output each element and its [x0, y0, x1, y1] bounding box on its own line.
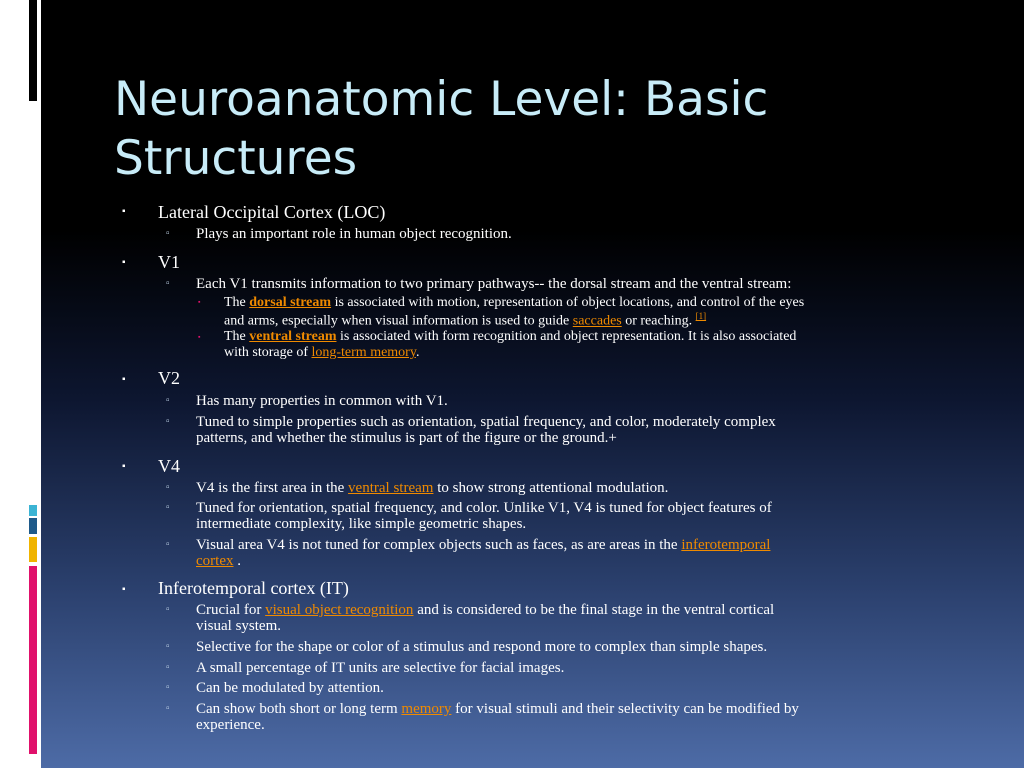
ventral-stream-link-2[interactable]: ventral stream [348, 480, 434, 496]
bullet-level3: ▪ [198, 298, 201, 306]
bullet-level1: ▪ [122, 461, 126, 472]
dorsal-stream-link[interactable]: dorsal stream [249, 295, 332, 310]
bullet-level1: ▪ [122, 584, 126, 595]
v2-point-2-line2: patterns, and whether the stimulus is pa… [196, 430, 617, 446]
v4-point-3-line1: Visual area V4 is not tuned for complex … [196, 537, 770, 554]
it-point-3: A small percentage of IT units are selec… [196, 660, 565, 676]
v4-point-3-line2: cortex . [196, 553, 241, 570]
bullet-level2: ▫ [166, 395, 170, 406]
cortex-link[interactable]: cortex [196, 553, 234, 569]
it-point-1-post: and is considered to be the final stage … [413, 602, 775, 618]
slide-title-line1: Neuroanatomic Level: Basic [114, 72, 769, 127]
long-term-memory-link[interactable]: long-term memory [311, 345, 416, 360]
bullet-level2: ▫ [166, 278, 170, 289]
bullet-level1: ▪ [122, 206, 126, 217]
bullet-level2: ▫ [166, 482, 170, 493]
v4-point-2-line1: Tuned for orientation, spatial frequency… [196, 500, 772, 516]
v1-ventral-line2: with storage of long-term memory. [224, 345, 419, 361]
accent-stripe-cyan [29, 505, 37, 516]
bullet-level1: ▪ [122, 374, 126, 385]
v1-dorsal-line1: The dorsal stream is associated with mot… [224, 295, 804, 311]
it-point-5-pre: Can show both short or long term [196, 701, 402, 717]
bullet-level2: ▫ [166, 682, 170, 693]
accent-stripe-pink [29, 566, 37, 754]
left-decor-bar [0, 0, 41, 768]
v2-point-2-line1: Tuned to simple properties such as orien… [196, 414, 776, 430]
v1-ventral-line2-post: . [415, 345, 420, 360]
visual-object-recognition-link[interactable]: visual object recognition [265, 602, 414, 618]
slide-title: Neuroanatomic Level: Basic Structures [114, 70, 994, 188]
v4-point-1-post: to show strong attentional modulation. [433, 480, 669, 496]
v1-point-1: Each V1 transmits information to two pri… [196, 276, 792, 292]
v1-ventral-post: is associated with form recognition and … [336, 329, 797, 344]
accent-stripe-blue [29, 518, 37, 534]
v1-ventral-line2-pre: with storage of [224, 345, 312, 360]
v1-dorsal-line2-post: or reaching. [621, 313, 696, 329]
it-point-1-pre: Crucial for [196, 602, 266, 618]
memory-link[interactable]: memory [401, 701, 452, 717]
it-point-4: Can be modulated by attention. [196, 680, 384, 696]
ventral-stream-link[interactable]: ventral stream [249, 329, 337, 344]
v1-dorsal-pre: The [224, 295, 250, 310]
v4-point-3-pre: Visual area V4 is not tuned for complex … [196, 537, 682, 553]
v1-dorsal-line2: and arms, especially when visual informa… [224, 311, 706, 330]
reference-1-link[interactable]: [1] [695, 311, 707, 321]
it-point-1-line1: Crucial for visual object recognition an… [196, 602, 774, 619]
loc-heading: Lateral Occipital Cortex (LOC) [158, 202, 386, 222]
v4-point-1: V4 is the first area in the ventral stre… [196, 480, 668, 497]
accent-stripe-black [29, 0, 37, 101]
bullet-level2: ▫ [166, 228, 170, 239]
bullet-level2: ▫ [166, 502, 170, 513]
bullet-level2: ▫ [166, 641, 170, 652]
v1-ventral-pre: The [224, 329, 250, 344]
v4-point-1-pre: V4 is the first area in the [196, 480, 349, 496]
v1-heading: V1 [158, 252, 180, 272]
inferotemporal-link[interactable]: inferotemporal [681, 537, 771, 553]
v2-heading: V2 [158, 368, 180, 388]
it-point-5-line1: Can show both short or long term memory … [196, 701, 799, 718]
v2-point-1: Has many properties in common with V1. [196, 393, 448, 409]
it-point-2: Selective for the shape or color of a st… [196, 639, 768, 655]
bullet-level2: ▫ [166, 416, 170, 427]
bullet-level1: ▪ [122, 257, 126, 268]
it-point-1-line2: visual system. [196, 618, 281, 634]
loc-point-1: Plays an important role in human object … [196, 226, 512, 242]
it-heading: Inferotemporal cortex (IT) [158, 578, 349, 598]
bullet-level2: ▫ [166, 604, 170, 615]
v4-point-2-line2: intermediate complexity, like simple geo… [196, 516, 527, 532]
v4-heading: V4 [158, 456, 180, 476]
bullet-level2: ▫ [166, 703, 170, 714]
bullet-level2: ▫ [166, 539, 170, 550]
it-point-5-line2: experience. [196, 717, 265, 733]
saccades-link[interactable]: saccades [572, 313, 622, 329]
bullet-level3: ▪ [198, 333, 201, 341]
v1-ventral-line1: The ventral stream is associated with fo… [224, 329, 796, 345]
bullet-level2: ▫ [166, 662, 170, 673]
it-point-5-post: for visual stimuli and their selectivity… [451, 701, 799, 717]
slide-title-line2: Structures [114, 131, 358, 186]
v1-dorsal-line2-pre: and arms, especially when visual informa… [224, 313, 573, 329]
v4-point-3-post: . [233, 553, 241, 569]
accent-stripe-yellow [29, 537, 37, 562]
v1-dorsal-mid: is associated with motion, representatio… [331, 295, 805, 310]
